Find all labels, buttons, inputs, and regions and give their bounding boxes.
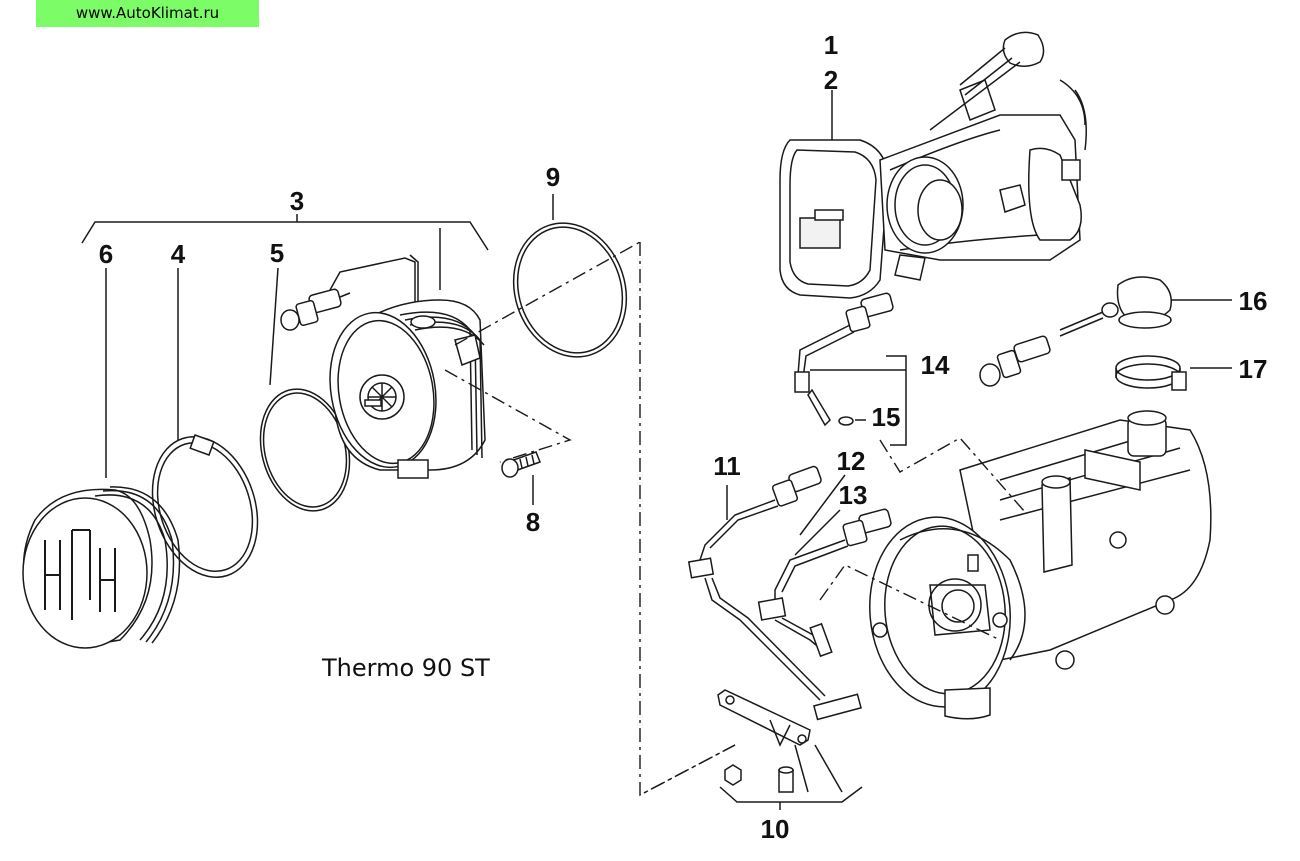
lead-part-14-15 <box>794 292 907 446</box>
part-label-6: 6 <box>99 239 113 269</box>
part-label-1: 1 <box>824 30 838 60</box>
part-label-17: 17 <box>1239 354 1268 384</box>
alignment-lines-right <box>639 437 1026 796</box>
part-label-12: 12 <box>837 446 866 476</box>
watermark-label: www.AutoKlimat.ru <box>36 0 259 27</box>
part-label-15: 15 <box>872 402 901 432</box>
leads-part-11-13 <box>687 465 892 721</box>
part-label-9: 9 <box>546 162 560 192</box>
clamp-part-17 <box>1115 355 1232 391</box>
group-bracket-3 <box>81 214 489 251</box>
gasket-part-9 <box>512 194 628 358</box>
part-label-4: 4 <box>171 239 186 269</box>
part-label-13: 13 <box>839 480 868 510</box>
part-label-16: 16 <box>1239 286 1268 316</box>
bracket-part-10 <box>717 689 863 810</box>
clamp-part-4 <box>151 268 259 578</box>
heat-exchanger-body <box>869 410 1212 720</box>
part-label-2: 2 <box>824 65 838 95</box>
part-label-8: 8 <box>526 507 540 537</box>
screw-part-8 <box>501 451 541 505</box>
cover-part-6 <box>22 268 181 649</box>
part-label-5: 5 <box>270 238 284 268</box>
heater-assembled-part-1-2 <box>779 31 1087 299</box>
diagram-caption: Thermo 90 ST <box>321 654 490 682</box>
part-label-11: 11 <box>713 451 741 481</box>
sensor-part-16 <box>979 276 1232 387</box>
part-label-10: 10 <box>761 814 790 844</box>
alignment-lines-left <box>444 241 736 797</box>
part-label-14: 14 <box>921 350 950 380</box>
burner-part-3 <box>280 228 486 479</box>
part-label-3: 3 <box>290 186 304 216</box>
